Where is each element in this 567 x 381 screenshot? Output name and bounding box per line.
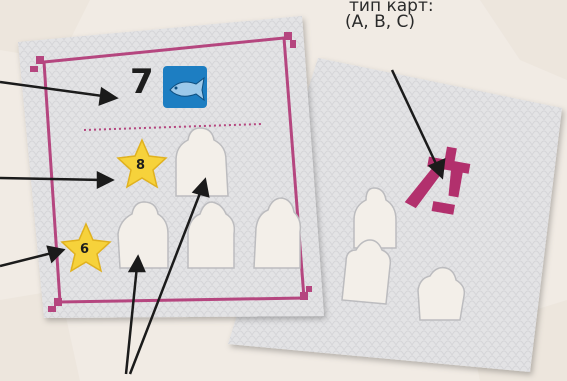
fish-icon	[163, 66, 207, 108]
star-label-8: 8	[136, 158, 145, 173]
card-value: 7	[130, 62, 154, 102]
caption-options: (A, B, C)	[345, 12, 415, 32]
star-label-6: 6	[80, 242, 89, 257]
